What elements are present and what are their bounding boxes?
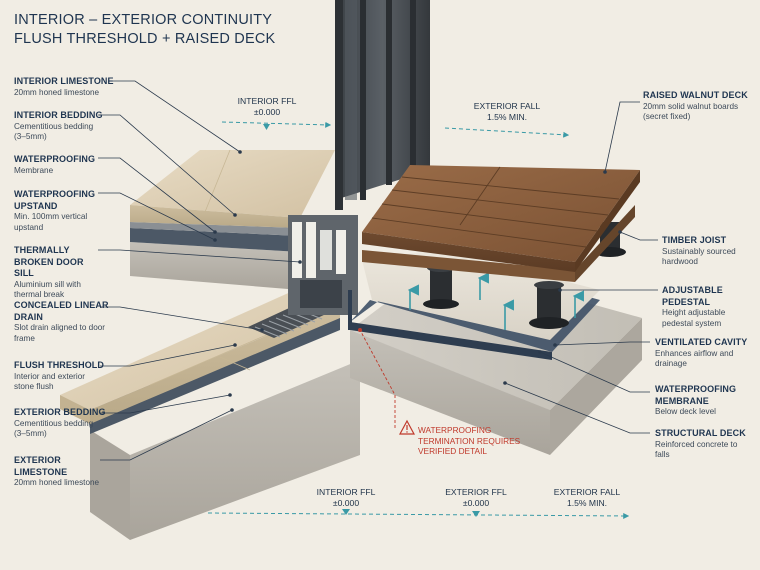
label-concealed-linear-drain: CONCEALED LINEAR DRAIN Slot drain aligne… <box>14 300 112 344</box>
label-sub: Slot drain aligned to door frame <box>14 323 106 343</box>
label-sub: 20mm solid walnut boards (secret fixed) <box>643 101 739 122</box>
leader-dots <box>213 150 622 412</box>
label-heading: FLUSH THRESHOLD <box>14 360 104 370</box>
top-level-lines <box>221 121 570 138</box>
label-sub: Aluminium sill with thermal break <box>14 279 81 300</box>
level-value: ±0.000 <box>332 497 360 508</box>
warning-line-1: WATERPROOFING <box>418 425 492 435</box>
label-heading: EXTERIOR LIMESTONE <box>14 455 68 477</box>
label-sub: Sustainably sourced hardwood <box>662 246 736 267</box>
label-sub: 20mm honed limestone <box>14 478 100 488</box>
label-exterior-bedding: EXTERIOR BEDDING Cementitious bedding (3… <box>14 407 106 440</box>
level-label: INTERIOR FFL <box>237 96 297 106</box>
top-level-exterior-fall: EXTERIOR FALL 1.5% MIN. <box>462 101 552 122</box>
bottom-level-exterior-fall: EXTERIOR FALL 1.5% MIN. <box>542 487 632 508</box>
label-sub: Enhances airflow and drainage <box>655 348 734 369</box>
level-value: ±0.000 <box>462 497 490 508</box>
diagram-title-line-2: FLUSH THRESHOLD + RAISED DECK <box>14 31 276 47</box>
level-label: EXTERIOR FALL <box>553 487 621 497</box>
label-heading: TIMBER JOIST <box>662 235 727 245</box>
label-sub: Below deck level <box>655 407 716 417</box>
level-value: 1.5% MIN. <box>486 111 528 122</box>
level-value: ±0.000 <box>253 106 281 117</box>
label-sub: Height adjustable pedestal system <box>662 308 726 328</box>
label-timber-joist: TIMBER JOIST Sustainably sourced hardwoo… <box>662 235 754 268</box>
label-raised-walnut-deck: RAISED WALNUT DECK 20mm solid walnut boa… <box>643 90 751 123</box>
label-heading: WATERPROOFING UPSTAND <box>14 189 96 211</box>
label-sub: Interior and exterior stone flush <box>14 371 85 392</box>
label-structural-deck: STRUCTURAL DECK Reinforced concrete to f… <box>655 428 751 461</box>
warning-line-2: TERMINATION REQUIRES <box>418 435 521 446</box>
label-heading: CONCEALED LINEAR DRAIN <box>14 300 109 322</box>
label-waterproofing-upstand: WATERPROOFING UPSTAND Min. 100mm vertica… <box>14 189 106 233</box>
label-sub: Min. 100mm vertical upstand <box>14 212 88 232</box>
exterior-concrete-base <box>90 360 360 540</box>
label-sub: Cementitious bedding (3–5mm) <box>14 418 94 439</box>
label-interior-bedding: INTERIOR BEDDING Cementitious bedding (3… <box>14 110 106 143</box>
warning-icon <box>398 419 416 435</box>
label-sub: Cementitious bedding (3–5mm) <box>14 121 94 142</box>
label-heading: EXTERIOR BEDDING <box>14 407 106 417</box>
level-value: 1.5% MIN. <box>566 497 608 508</box>
airflow-arrows <box>407 272 584 330</box>
label-adjustable-pedestal: ADJUSTABLE PEDESTAL Height adjustable pe… <box>662 285 756 329</box>
label-heading: THERMALLY BROKEN DOOR SILL <box>14 245 84 279</box>
level-label: EXTERIOR FALL <box>473 101 541 111</box>
label-interior-limestone: INTERIOR LIMESTONE 20mm honed limestone <box>14 76 114 98</box>
timber-joist <box>362 205 635 282</box>
leader-lines <box>98 80 658 461</box>
label-heading: STRUCTURAL DECK <box>655 428 746 438</box>
warning-line-3: VERIFIED DETAIL <box>418 446 488 457</box>
top-level-interior-ffl: INTERIOR FFL ±0.000 <box>222 96 312 117</box>
label-ventilated-cavity: VENTILATED CAVITY Enhances airflow and d… <box>655 337 753 370</box>
label-heading: RAISED WALNUT DECK <box>643 90 748 100</box>
level-label: EXTERIOR FFL <box>445 487 507 497</box>
interior-concrete-base <box>130 242 300 290</box>
walnut-deck-boards <box>362 165 640 272</box>
level-label: INTERIOR FFL <box>316 487 376 497</box>
label-thermally-broken-door-sill: THERMALLY BROKEN DOOR SILL Aluminium sil… <box>14 245 106 301</box>
bottom-level-exterior-ffl: EXTERIOR FFL ±0.000 <box>431 487 521 508</box>
bottom-level-interior-ffl: INTERIOR FFL ±0.000 <box>301 487 391 508</box>
label-waterproofing: WATERPROOFING Membrane <box>14 154 106 176</box>
diagram-title-line-1: INTERIOR – EXTERIOR CONTINUITY <box>14 12 273 28</box>
label-exterior-limestone: EXTERIOR LIMESTONE 20mm honed limestone <box>14 455 114 489</box>
waterproofing-warning-note: WATERPROOFING TERMINATION REQUIRES VERIF… <box>418 425 520 457</box>
label-heading: VENTILATED CAVITY <box>655 337 748 347</box>
label-sub: 20mm honed limestone <box>14 87 100 97</box>
label-heading: WATERPROOFING <box>14 154 96 164</box>
label-flush-threshold: FLUSH THRESHOLD Interior and exterior st… <box>14 360 106 393</box>
bottom-level-line <box>207 509 630 519</box>
label-heading: ADJUSTABLE PEDESTAL <box>662 285 723 307</box>
warning-leader <box>358 328 396 428</box>
label-sub: Membrane <box>14 165 54 175</box>
label-heading: INTERIOR BEDDING <box>14 110 103 120</box>
door-sill-profile <box>288 215 358 315</box>
label-waterproofing-membrane: WATERPROOFING MEMBRANE Below deck level <box>655 384 751 418</box>
label-heading: WATERPROOFING MEMBRANE <box>655 384 737 406</box>
interior-limestone-slab <box>130 149 335 228</box>
label-heading: INTERIOR LIMESTONE <box>14 76 114 86</box>
label-sub: Reinforced concrete to falls <box>655 439 738 460</box>
sliding-door-frame <box>335 0 430 210</box>
